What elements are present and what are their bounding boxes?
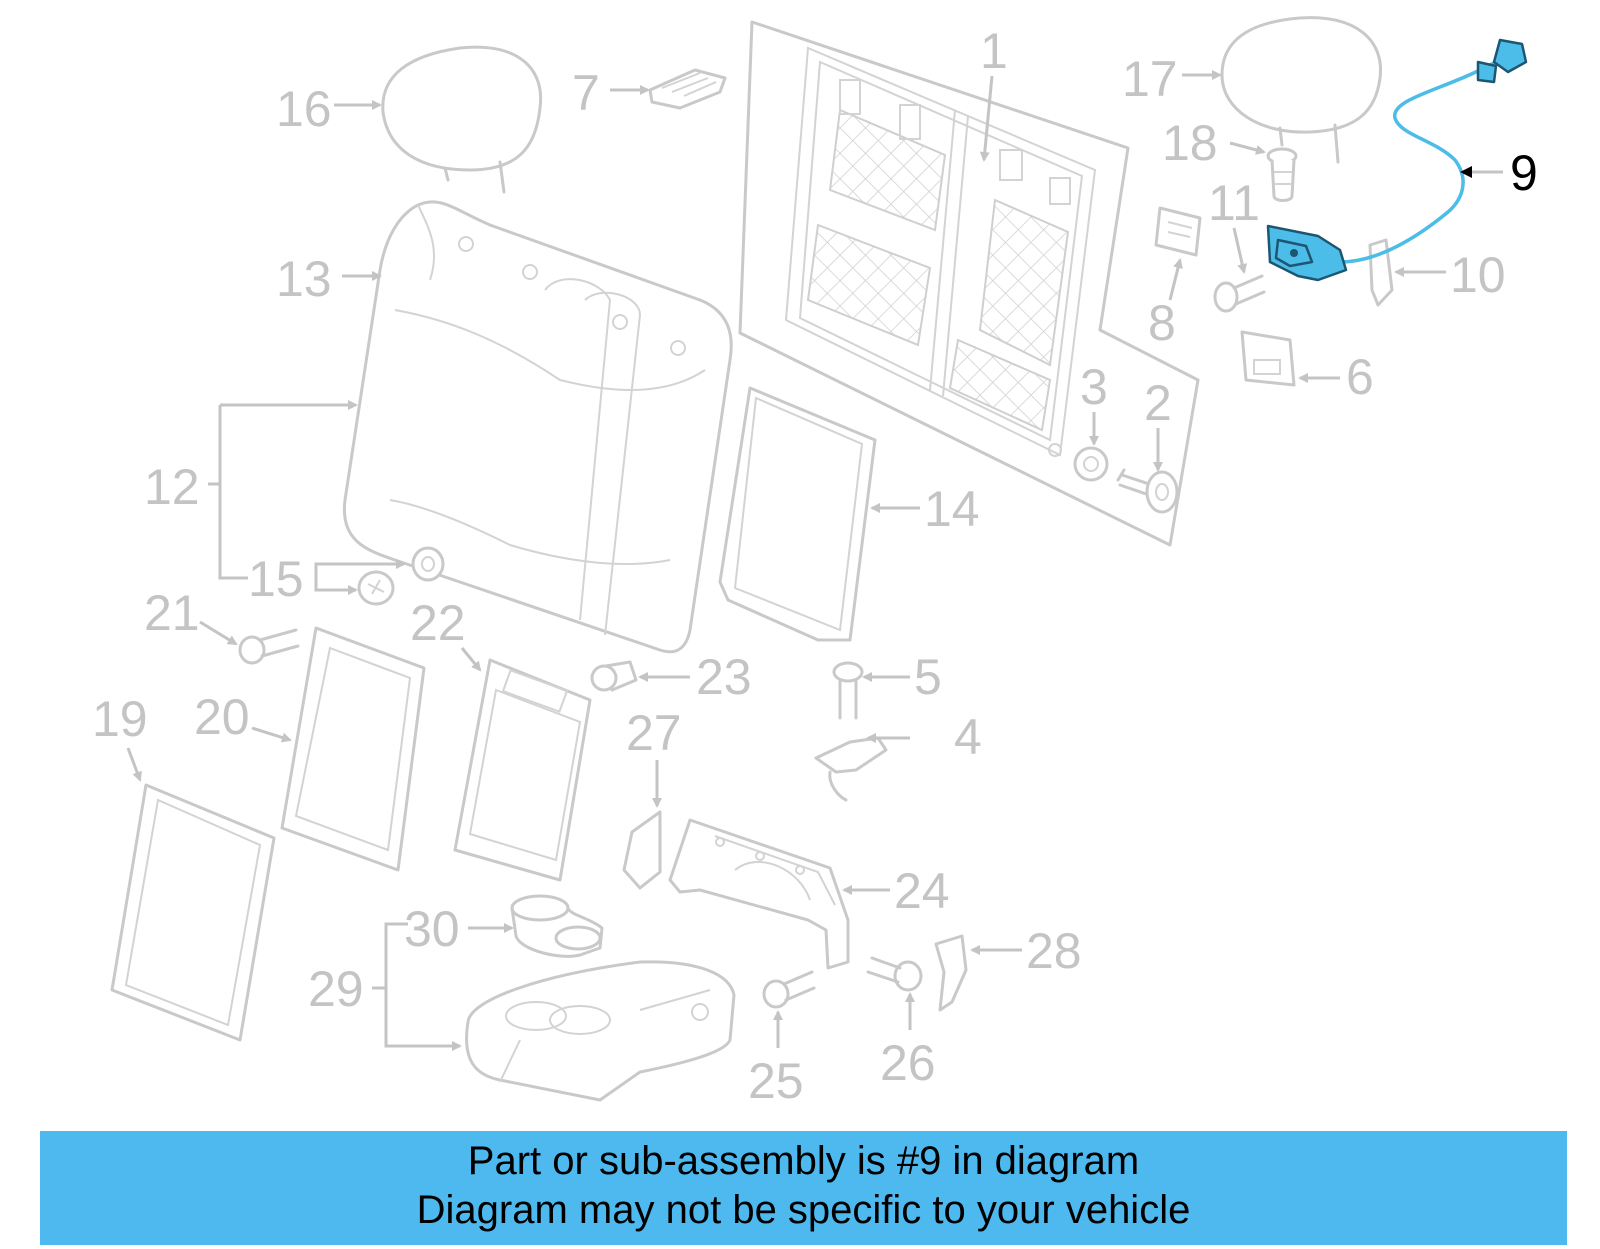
clip-part-4: [814, 736, 888, 802]
bracket-part-27: [622, 810, 662, 890]
bolt-part-5: [832, 661, 864, 720]
guide-part-18: [1266, 147, 1298, 202]
callout-13: 13: [276, 251, 332, 307]
callout-11: 11: [1208, 175, 1260, 231]
callout-4: 4: [954, 709, 982, 765]
callout-7: 7: [572, 65, 600, 121]
callouts: 1 2 3 4 5 6 7 8 9 10 11 12 13 14 15 16 1…: [92, 23, 1538, 1109]
callout-10: 10: [1450, 247, 1506, 303]
callout-28: 28: [1026, 923, 1082, 979]
leader-lines: [126, 70, 1503, 1051]
banner-line-2: Diagram may not be specific to your vehi…: [416, 1188, 1191, 1232]
callout-17: 17: [1122, 51, 1178, 107]
panel-part-20: [280, 626, 426, 872]
callout-2: 2: [1144, 375, 1172, 431]
parts-diagram: 1 2 3 4 5 6 7 8 9 10 11 12 13 14 15 16 1…: [92, 16, 1538, 1109]
bolt-part-11: [1213, 274, 1266, 313]
bracket-part-24: [668, 818, 850, 970]
button-part-8: [1154, 206, 1202, 257]
callout-21: 21: [144, 585, 200, 641]
bracket-part-28: [934, 934, 968, 1012]
callout-14: 14: [924, 481, 980, 537]
callout-29: 29: [308, 961, 364, 1017]
callout-30: 30: [404, 901, 460, 957]
callout-9: 9: [1510, 145, 1538, 201]
bolt-part-2: [1116, 468, 1179, 514]
callout-12: 12: [144, 459, 200, 515]
callout-18: 18: [1162, 115, 1218, 171]
pad-part-14: [718, 386, 877, 642]
callout-27: 27: [626, 705, 682, 761]
bolt-part-26: [866, 956, 923, 992]
callout-5: 5: [914, 649, 942, 705]
callout-20: 20: [194, 689, 250, 745]
callout-22: 22: [410, 595, 466, 651]
plug-part-23: [590, 660, 638, 692]
clip-part-7: [648, 68, 727, 110]
release-cable-part-9: [1266, 38, 1528, 282]
headrest-part-17: [1220, 16, 1383, 164]
callout-16: 16: [276, 81, 332, 137]
bushing-part-3: [1073, 446, 1109, 482]
latch-part-6: [1240, 330, 1296, 387]
info-banner: Part or sub-assembly is #9 in diagram Di…: [40, 1131, 1567, 1245]
callout-26: 26: [880, 1035, 936, 1091]
callout-19: 19: [92, 691, 148, 747]
callout-3: 3: [1080, 359, 1108, 415]
callout-15: 15: [248, 551, 304, 607]
headrest-part-16: [381, 45, 543, 194]
cupholder-part-30: [510, 894, 604, 958]
bolt-part-25: [762, 970, 816, 1009]
panel-part-22: [453, 658, 592, 882]
callout-25: 25: [748, 1053, 804, 1109]
cap-part-15: [357, 546, 445, 606]
callout-23: 23: [696, 649, 752, 705]
callout-6: 6: [1346, 349, 1374, 405]
callout-1: 1: [980, 23, 1008, 79]
callout-24: 24: [894, 863, 950, 919]
seat-back-frame: [738, 20, 1200, 547]
seat-back-cushion: [342, 200, 733, 654]
banner-line-1: Part or sub-assembly is #9 in diagram: [467, 1139, 1140, 1183]
bolt-part-21: [238, 628, 300, 665]
callout-8: 8: [1148, 295, 1176, 351]
panel-part-19: [110, 783, 276, 1042]
armrest-part-29: [465, 960, 736, 1102]
